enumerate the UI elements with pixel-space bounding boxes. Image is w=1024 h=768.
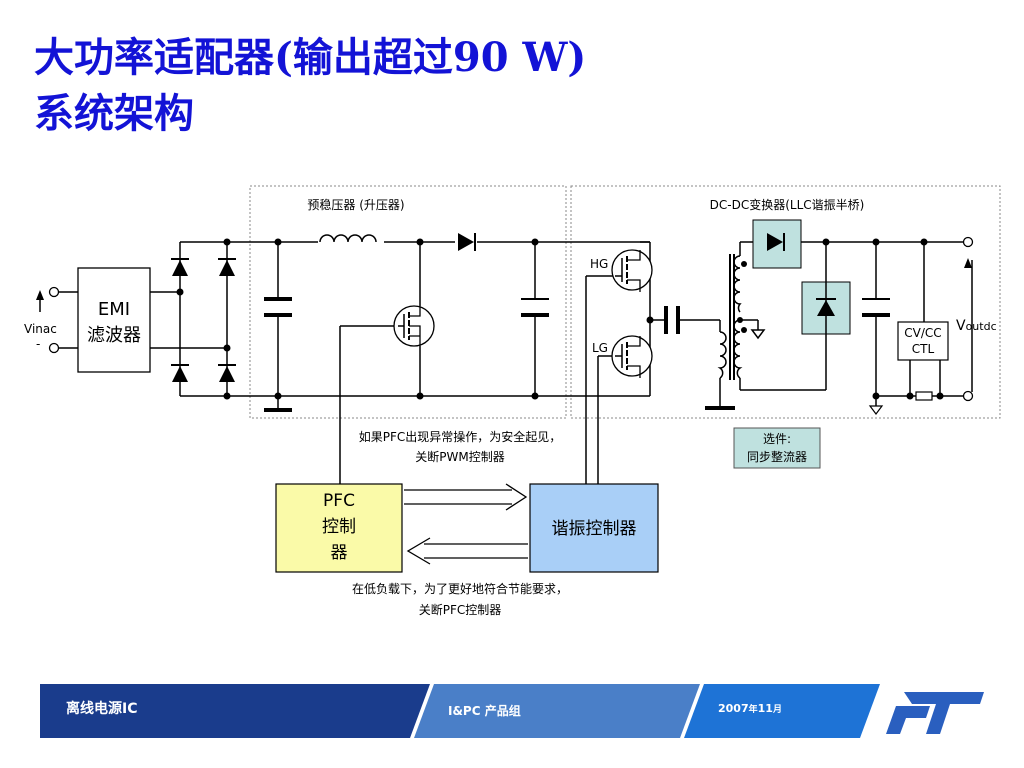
note-bottom-line1: 在低负载下，为了更好地符合节能要求， xyxy=(352,581,568,596)
circuit-wires xyxy=(39,241,973,484)
resonant-controller-block xyxy=(529,483,659,573)
boost-diode xyxy=(455,232,477,252)
footer-product-line: 离线电源IC xyxy=(66,701,138,717)
resonant-controller-label: 谐振控制器 xyxy=(552,519,637,539)
boost-mosfet xyxy=(393,305,435,347)
pfc-ctrl-line1: PFC xyxy=(323,491,355,511)
slide-title-line1: 大功率适配器(输出超过90 W) xyxy=(34,34,587,81)
optional-label: 选件: xyxy=(763,432,791,446)
hg-label: HG xyxy=(590,257,608,271)
input-terminal-bottom xyxy=(48,342,60,354)
bridge-rectifier xyxy=(171,258,236,382)
input-capacitor xyxy=(264,297,292,412)
note-top-line2: 关断PWM控制器 xyxy=(415,449,504,464)
output-capacitor xyxy=(862,298,890,415)
footer-date: 2007年11月 xyxy=(718,702,782,715)
secondary-diode-bottom xyxy=(801,281,851,335)
optional-sync-rect-box xyxy=(733,427,821,469)
junction-dots xyxy=(176,238,944,400)
controller-arrows xyxy=(404,483,528,565)
footer-bar: 离线电源IC I&PC 产品组 2007年11月 xyxy=(0,684,1024,768)
cvcc-label: CV/CC xyxy=(904,326,941,340)
pfc-stage-box xyxy=(249,185,567,419)
output-terminal-bottom xyxy=(962,390,974,402)
llc-transformer xyxy=(705,254,766,410)
output-terminal-top xyxy=(962,236,974,248)
llc-stage-box xyxy=(570,185,1001,419)
high-side-mosfet xyxy=(611,249,653,292)
lg-label: LG xyxy=(592,341,608,355)
emi-label: EMI xyxy=(98,299,130,320)
resonant-capacitor xyxy=(664,306,680,334)
secondary-diode-top xyxy=(752,219,802,269)
svg-text:-: - xyxy=(36,337,40,351)
voutdc-label: Voutdc xyxy=(956,318,997,334)
footer-group: I&PC 产品组 xyxy=(448,704,521,718)
note-top-line1: 如果PFC出现异常操作，为安全起见， xyxy=(359,429,562,444)
pfc-controller-block xyxy=(275,483,403,573)
cvcc-ctl-block xyxy=(897,321,949,361)
emi-filter-label: 滤波器 xyxy=(87,325,141,346)
input-terminal-top xyxy=(48,286,60,298)
bulk-capacitor xyxy=(521,298,549,317)
ctl-label: CTL xyxy=(912,342,935,356)
note-bottom-line2: 关断PFC控制器 xyxy=(419,602,502,617)
llc-stage-label: DC-DC变换器(LLC谐振半桥) xyxy=(710,197,865,212)
pfc-ctrl-line2: 控制 xyxy=(322,517,356,537)
slide-title-line2: 系统架构 xyxy=(34,90,194,137)
system-architecture-diagram: 预稳压器 (升压器) DC-DC变换器(LLC谐振半桥) xyxy=(24,185,1001,617)
boost-inductor xyxy=(318,232,384,244)
sync-rect-label: 同步整流器 xyxy=(747,449,807,464)
sense-resistor xyxy=(915,391,933,401)
st-logo xyxy=(886,692,984,734)
emi-filter-block xyxy=(77,267,151,373)
pfc-stage-label: 预稳压器 (升压器) xyxy=(307,197,404,212)
low-side-mosfet xyxy=(611,335,653,378)
pfc-ctrl-line3: 器 xyxy=(331,543,348,563)
vinac-label: Vinac xyxy=(24,322,57,336)
